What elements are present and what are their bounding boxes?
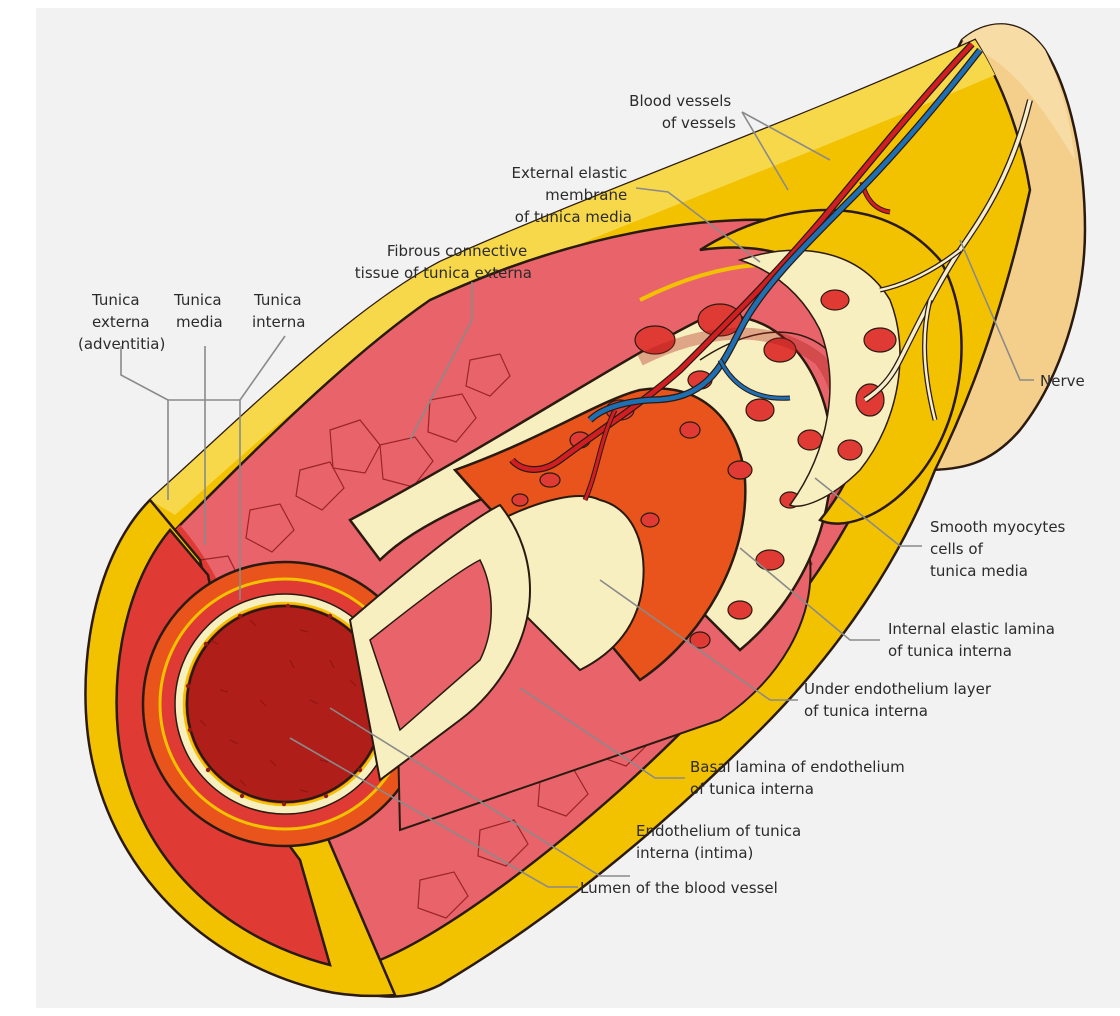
- label-external-elastic-membrane: External elastic membrane of tunica medi…: [512, 164, 632, 226]
- label-internal-elastic-lamina: Internal elastic lamina of tunica intern…: [888, 620, 1060, 660]
- label-lumen: Lumen of the blood vessel: [580, 879, 778, 897]
- label-under-endothelium-layer: Under endothelium layer of tunica intern…: [804, 680, 996, 720]
- label-basal-lamina: Basal lamina of endothelium of tunica in…: [690, 758, 910, 798]
- label-tunica-interna: Tunica interna: [252, 291, 306, 331]
- label-blood-vessels-of-vessels: Blood vessels of vessels: [629, 92, 736, 132]
- label-tunica-externa: Tunica externa (adventitia): [78, 291, 165, 353]
- label-smooth-myocytes: Smooth myocytes cells of tunica media: [930, 518, 1070, 580]
- label-endothelium: Endothelium of tunica interna (intima): [636, 822, 806, 862]
- label-nerve: Nerve: [1040, 372, 1085, 390]
- label-tunica-media: Tunica media: [173, 291, 226, 331]
